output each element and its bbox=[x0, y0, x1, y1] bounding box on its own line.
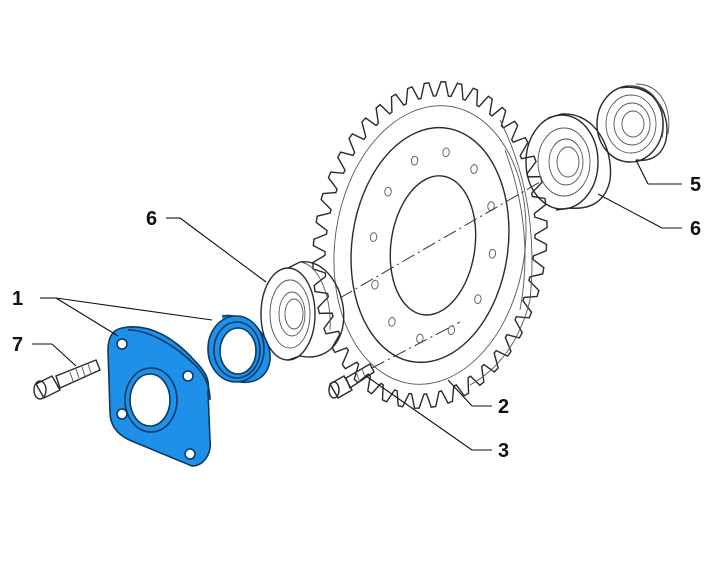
callout-1: 1 bbox=[12, 288, 23, 310]
callout-6-right: 6 bbox=[690, 218, 701, 240]
callout-7: 7 bbox=[12, 334, 23, 356]
taper-bearing-left bbox=[260, 261, 345, 361]
gear-bolt-hole bbox=[369, 232, 378, 242]
flange-plate bbox=[107, 326, 212, 467]
small-bearing bbox=[596, 83, 670, 163]
leader-lines bbox=[32, 159, 682, 451]
gear-bolt bbox=[328, 363, 375, 399]
gear-bolt-hole bbox=[487, 201, 495, 211]
flange-bolt bbox=[33, 359, 101, 400]
bolt-axis bbox=[371, 321, 461, 369]
callout-2: 2 bbox=[498, 396, 509, 418]
gear-bolt-hole bbox=[470, 164, 478, 174]
gear-bolt-hole bbox=[384, 186, 392, 197]
gear-bolt-hole bbox=[388, 317, 396, 327]
callout-3: 3 bbox=[498, 440, 509, 462]
callout-5: 5 bbox=[690, 174, 701, 196]
gear-bolt-hole bbox=[488, 248, 497, 259]
gear-bolt-hole bbox=[447, 325, 456, 336]
oil-seal bbox=[207, 314, 271, 384]
ring-gear bbox=[312, 81, 548, 409]
gear-bolt-hole bbox=[442, 147, 450, 158]
callout-6-left: 6 bbox=[146, 208, 157, 230]
gear-bolt-hole bbox=[371, 279, 379, 290]
assembly-axis bbox=[339, 181, 541, 299]
gear-bolt-hole bbox=[474, 294, 482, 305]
taper-bearing-right bbox=[525, 113, 612, 211]
gear-bolt-hole bbox=[410, 155, 419, 166]
